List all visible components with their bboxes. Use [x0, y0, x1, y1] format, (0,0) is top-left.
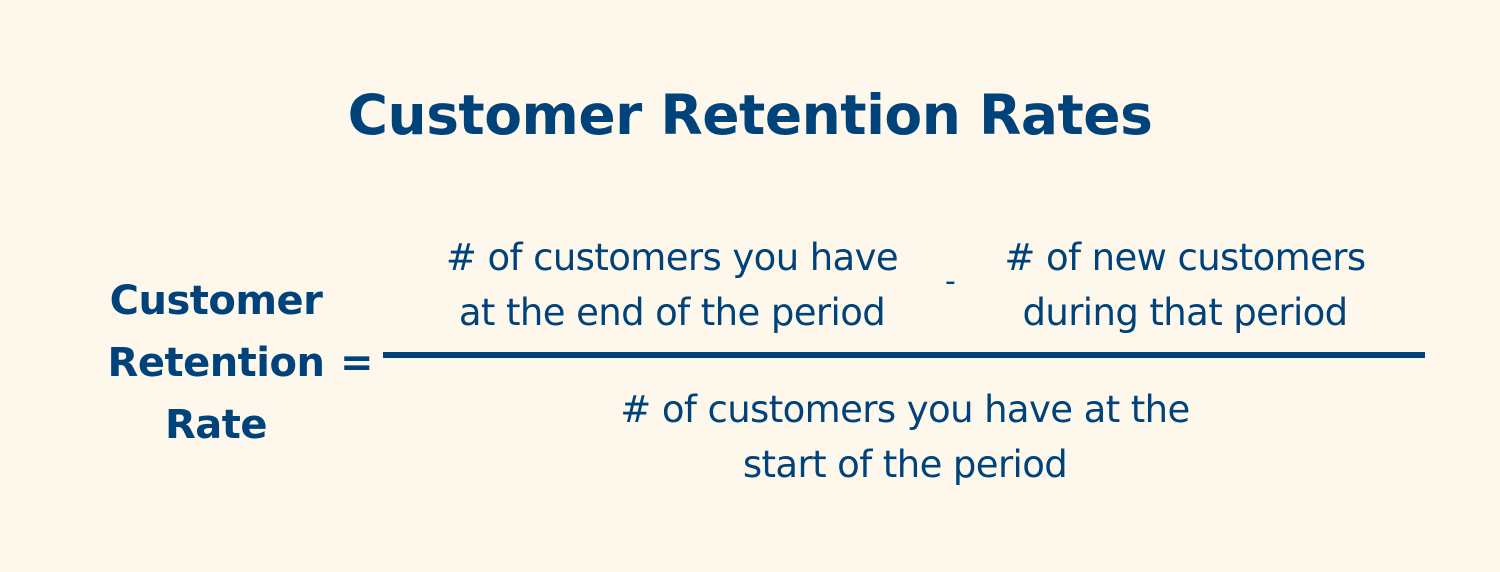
term2-line-2: during that period	[1022, 291, 1348, 334]
term1-line-2: at the end of the period	[458, 291, 886, 334]
lhs-line-retention: Retention	[107, 340, 325, 386]
denominator-line-2: start of the period	[742, 443, 1068, 486]
numerator-term-end-customers: # of customers you have at the end of th…	[410, 230, 934, 340]
lhs-line-rate: Rate	[164, 402, 268, 448]
fraction-line	[383, 352, 1425, 358]
term1-line-1: # of customers you have	[445, 236, 899, 279]
formula-lhs: Customer Retention Rate	[88, 270, 344, 456]
lhs-line-customer: Customer	[109, 278, 323, 324]
minus-operator: -	[945, 264, 956, 299]
term2-line-1: # of new customers	[1004, 236, 1366, 279]
page-title: Customer Retention Rates	[347, 83, 1153, 147]
equals-sign: =	[340, 340, 374, 386]
numerator-term-new-customers: # of new customers during that period	[960, 230, 1410, 340]
denominator-start-customers: # of customers you have at the start of …	[560, 382, 1250, 492]
denominator-line-1: # of customers you have at the	[620, 388, 1190, 431]
